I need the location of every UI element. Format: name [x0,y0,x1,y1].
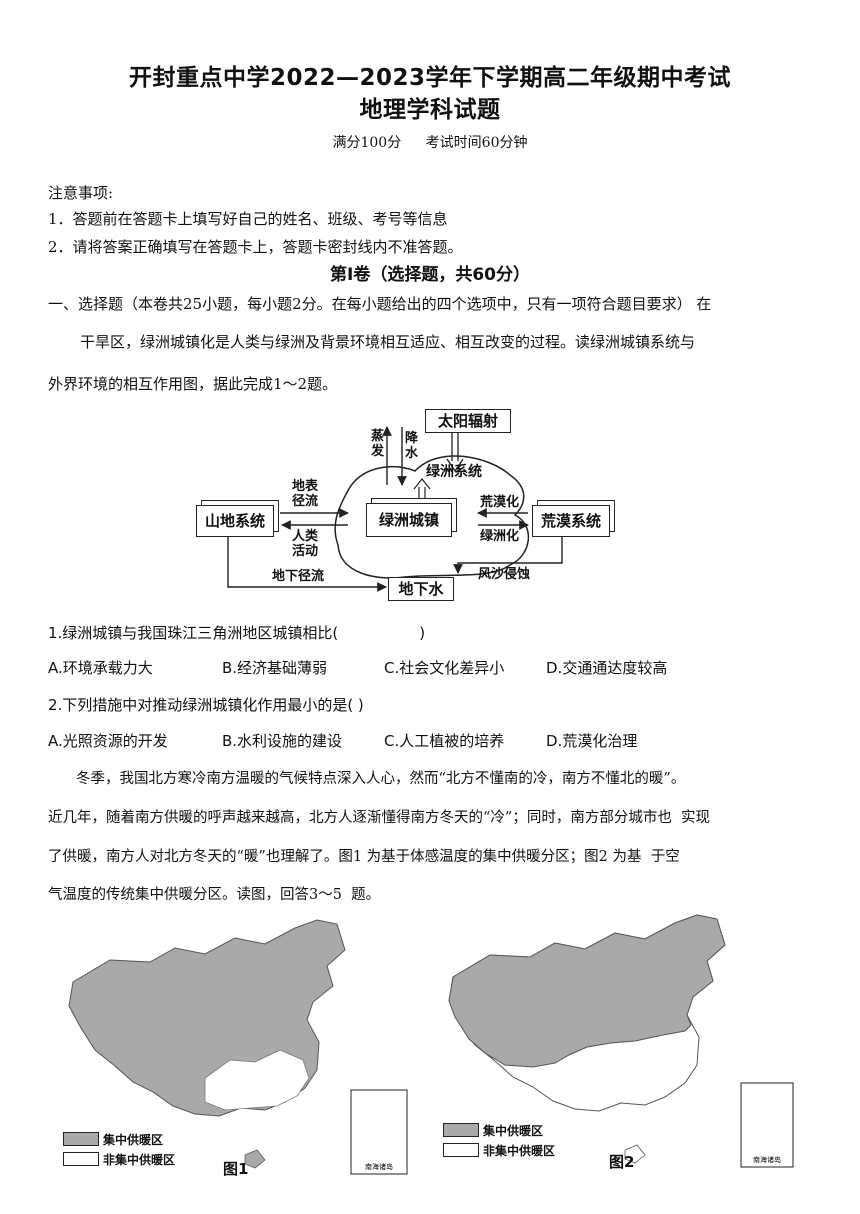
section-title: 第I卷（选择题，共60分） [330,265,530,285]
passage2-line4: 气温度的传统集中供暖分区。读图，回答3～5 题。 [48,887,381,903]
section-intro: 一、选择题（本卷共25小题，每小题2分。在每小题给出的四个选项中，只有一项符合题… [48,295,712,313]
map-figure-2: 南海诸岛 集中供暖区 非集中供暖区 图2 [435,905,795,1175]
q2-option-c[interactable]: C.人工植被的培养 [384,732,505,750]
notice-item-2: 2．请将答案正确填写在答题卡上，答题卡密封线内不准答题。 [48,238,463,256]
legend-unheated-swatch-2 [443,1143,479,1157]
underground-runoff-label: 地下径流 [272,569,325,584]
sun-radiation-box: 太阳辐射 [425,409,511,433]
legend-heated-label-1: 集中供暖区 [103,1133,164,1147]
passage1-line1: 干旱区，绿洲城镇化是人类与绿洲及背景环境相互适应、相互改变的过程。读绿洲城镇系统… [80,333,696,351]
q1-option-b[interactable]: B.经济基础薄弱 [222,659,328,677]
notice-item-1: 1．答题前在答题卡上填写好自己的姓名、班级、考号等信息 [48,210,448,228]
legend-heated-swatch-2 [443,1123,479,1137]
full-score: 满分100分 [332,135,402,151]
inset-label-2: 南海诸岛 [753,1155,781,1164]
oasis-system-label: 绿洲系统 [426,464,482,480]
groundwater-box: 地下水 [388,577,454,601]
desertification-label: 荒漠化 [480,495,520,510]
q2-option-b[interactable]: B.水利设施的建设 [222,732,343,750]
legend-heated-label-2: 集中供暖区 [483,1124,544,1138]
wind-erosion-label: 风沙侵蚀 [478,567,531,582]
legend-heated-swatch-1 [63,1132,99,1146]
figure-1-caption: 图1 [223,1160,249,1178]
q1-option-c[interactable]: C.社会文化差异小 [384,659,505,677]
q1-option-a[interactable]: A.环境承载力大 [48,659,153,677]
oasisification-label: 绿洲化 [480,529,520,544]
desert-system-box: 荒漠系统 [532,505,610,537]
human-activity-label: 人类活动 [292,529,319,559]
passage1-line2: 外界环境的相互作用图，据此完成1～2题。 [48,375,338,393]
passage2-line1: 冬季，我国北方寒冷南方温暖的气候特点深入人心，然而“北方不懂南的冷，南方不懂北的… [76,771,686,787]
precipitation-label: 降水 [405,431,419,461]
legend-unheated-swatch-1 [63,1152,99,1166]
q1-option-d[interactable]: D.交通通达度较高 [546,659,668,677]
oasis-town-box: 绿洲城镇 [366,503,452,537]
exam-title: 开封重点中学2022—2023学年下学期高二年级期中考试 [128,65,732,91]
legend-unheated-label-1: 非集中供暖区 [103,1153,176,1167]
exam-subtitle: 地理学科试题 [359,97,501,123]
figure-2-caption: 图2 [609,1153,635,1171]
q2-option-d[interactable]: D.荒漠化治理 [546,732,638,750]
legend-unheated-label-2: 非集中供暖区 [483,1144,556,1158]
map-figure-1: 南海诸岛 集中供暖区 非集中供暖区 图1 [55,910,415,1180]
oasis-system-diagram: 太阳辐射 蒸发 降水 绿洲系统 山地系统 绿洲城镇 荒漠系统 地表径流 人类活动… [190,405,650,605]
passage2-line3: 了供暖，南方人对北方冬天的“暖”也理解了。图1 为基于体感温度的集中供暖分区；图… [48,849,680,865]
surface-runoff-label: 地表径流 [292,479,319,509]
mountain-system-box: 山地系统 [196,505,274,537]
exam-time: 考试时间60分钟 [425,135,528,151]
question-2-stem: 2.下列措施中对推动绿洲城镇化作用最小的是( ) [48,696,364,714]
question-1-stem: 1.绿洲城镇与我国珠江三角洲地区城镇相比( ) [48,624,426,642]
exam-meta: 满分100分 考试时间60分钟 [0,132,860,152]
inset-label-1: 南海诸岛 [365,1162,393,1171]
q2-option-a[interactable]: A.光照资源的开发 [48,732,168,750]
passage2-line2: 近几年，随着南方供暖的呼声越来越高，北方人逐渐懂得南方冬天的“冷”；同时，南方部… [48,810,711,826]
evaporation-label: 蒸发 [371,429,385,459]
notice-heading: 注意事项: [48,184,114,202]
